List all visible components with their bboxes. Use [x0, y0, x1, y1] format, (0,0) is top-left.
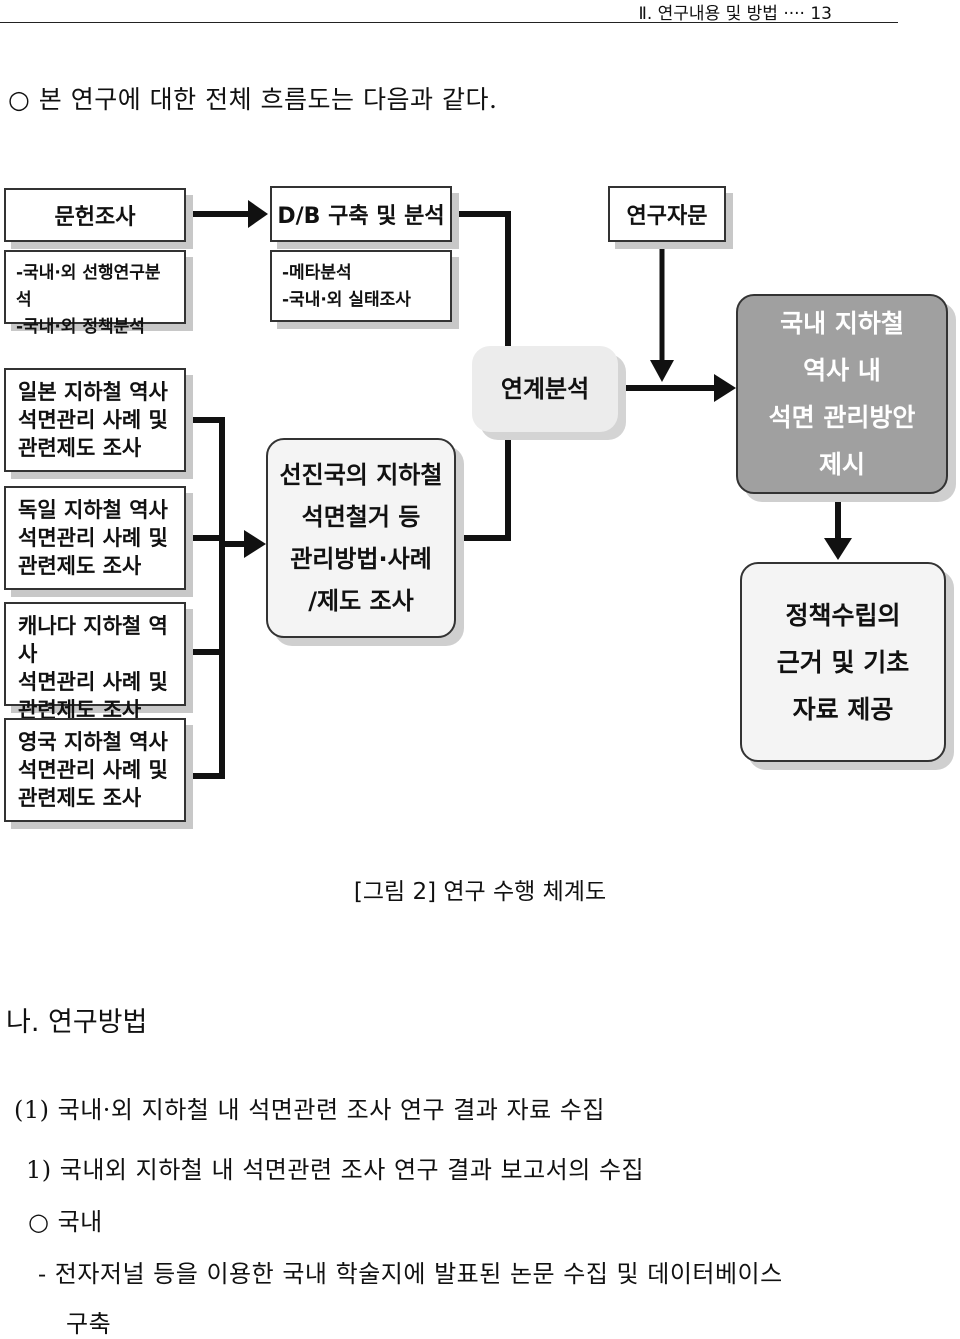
dash-item-continued: 구축: [66, 1310, 112, 1338]
arrowhead-advanced: [244, 530, 266, 558]
linkage-analysis-box: 연계분석: [472, 346, 618, 432]
result-management-box: 국내 지하철 역사 내 석면 관리방안 제시: [736, 294, 948, 494]
line-advanced-to-linkage: [460, 432, 511, 541]
diagram-connectors: [188, 200, 852, 779]
arrowhead-db: [248, 200, 268, 228]
japan-case-box: 일본 지하철 역사 석면관리 사례 및 관련제도 조사: [4, 368, 186, 472]
bullet-domestic: ○ 국내: [28, 1208, 103, 1236]
line-db-to-linkage: [454, 211, 511, 348]
sub-subsection-heading: 1) 국내외 지하철 내 석면관련 조사 연구 결과 보고서의 수집: [26, 1156, 645, 1184]
page-header: Ⅱ. 연구내용 및 방법 ···· 13: [0, 0, 898, 24]
germany-case-box: 독일 지하철 역사 석면관리 사례 및 관련제도 조사: [4, 486, 186, 590]
arrowhead-consult: [650, 360, 674, 382]
intro-text: ○ 본 연구에 대한 전체 흐름도는 다음과 같다.: [8, 85, 498, 114]
uk-case-box: 영국 지하철 역사 석면관리 사례 및 관련제도 조사: [4, 718, 186, 822]
arrowhead-policy: [824, 538, 852, 560]
arrowhead-result: [714, 374, 736, 402]
literature-review-box: 문헌조사: [4, 188, 186, 242]
db-items-box: -메타분석 -국내·외 실태조사: [270, 250, 452, 322]
dash-item: - 전자저널 등을 이용한 국내 학술지에 발표된 논문 수집 및 데이터베이스: [38, 1260, 783, 1288]
section-title: 나. 연구방법: [6, 1007, 148, 1038]
advanced-countries-box: 선진국의 지하철 석면철거 등 관리방법·사례 /제도 조사: [266, 438, 456, 638]
db-analysis-box: D/B 구축 및 분석: [270, 186, 452, 242]
research-consulting-box: 연구자문: [608, 186, 726, 242]
header-text: Ⅱ. 연구내용 및 방법 ···· 13: [638, 4, 832, 24]
country-bracket: [188, 417, 225, 779]
subsection-heading: (1) 국내·외 지하철 내 석면관련 조사 연구 결과 자료 수집: [14, 1096, 605, 1124]
policy-basis-box: 정책수립의 근거 및 기초 자료 제공: [740, 562, 946, 762]
literature-items-box: -국내·외 선행연구분석 -국내·외 정책분석: [4, 250, 186, 337]
canada-case-box: 캐나다 지하철 역사 석면관리 사례 및 관련제도 조사: [4, 602, 186, 722]
figure-caption: [그림 2] 연구 수행 체계도: [353, 879, 607, 905]
